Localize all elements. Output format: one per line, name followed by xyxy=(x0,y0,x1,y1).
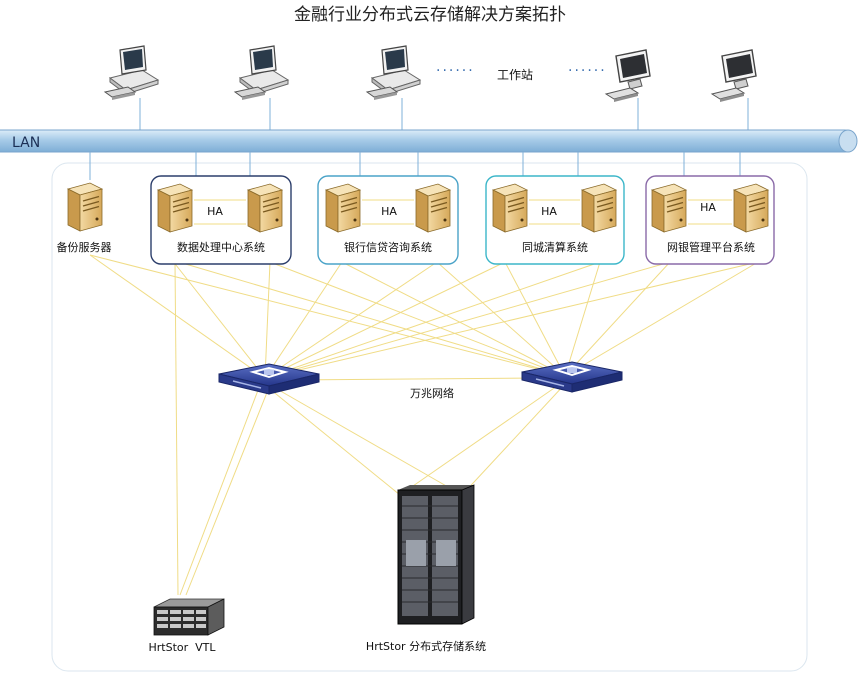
system-label: 同城清算系统 xyxy=(522,240,588,254)
server-lan-links xyxy=(89,152,741,180)
ha-label: HA xyxy=(700,201,716,214)
server-icon xyxy=(492,183,528,233)
storage-rack-icon xyxy=(397,484,475,625)
workstation-4-icon xyxy=(605,49,651,103)
workstations-label: 工作站 xyxy=(497,68,533,82)
switch-right-icon xyxy=(520,360,624,394)
storage-label: HrtStor 分布式存储系统 xyxy=(366,639,486,653)
diagram-title: 金融行业分布式云存储解决方案拓扑 xyxy=(294,5,566,25)
lan-label: LAN xyxy=(12,135,40,151)
ellipsis-left: ······ xyxy=(436,63,475,79)
vtl-label: HrtStor VTL xyxy=(148,641,216,654)
server-icon xyxy=(733,183,769,233)
server-icon xyxy=(157,183,193,233)
workstation-links xyxy=(139,98,749,131)
vtl-device-icon xyxy=(153,598,225,636)
backup-server-icon xyxy=(67,182,103,232)
fiber-links xyxy=(89,254,759,596)
server-icon xyxy=(651,183,687,233)
backup-server-label: 备份服务器 xyxy=(57,240,112,254)
system-city-clearing: HA 同城清算系统 xyxy=(485,175,625,265)
workstation-1-icon xyxy=(104,45,159,101)
server-icon xyxy=(415,183,451,233)
workstation-5-icon xyxy=(711,49,757,103)
system-label: 数据处理中心系统 xyxy=(177,240,265,254)
ellipsis-right: ······ xyxy=(568,63,607,79)
network-label: 万兆网络 xyxy=(410,386,454,400)
system-label: 网银管理平台系统 xyxy=(667,240,755,254)
ha-label: HA xyxy=(541,205,557,218)
datacenter-frame xyxy=(51,162,808,672)
workstation-2-icon xyxy=(234,45,289,101)
system-bank-credit: HA 银行信贷咨询系统 xyxy=(317,175,459,265)
server-icon xyxy=(247,183,283,233)
server-icon xyxy=(581,183,617,233)
workstation-3-icon xyxy=(366,45,421,101)
server-icon xyxy=(325,183,361,233)
lan-bus: LAN xyxy=(0,129,858,153)
system-label: 银行信贷咨询系统 xyxy=(344,240,432,254)
ha-label: HA xyxy=(381,205,397,218)
system-data-processing: HA 数据处理中心系统 xyxy=(150,175,292,265)
system-online-banking: HA 网银管理平台系统 xyxy=(645,175,775,265)
ha-label: HA xyxy=(207,205,223,218)
